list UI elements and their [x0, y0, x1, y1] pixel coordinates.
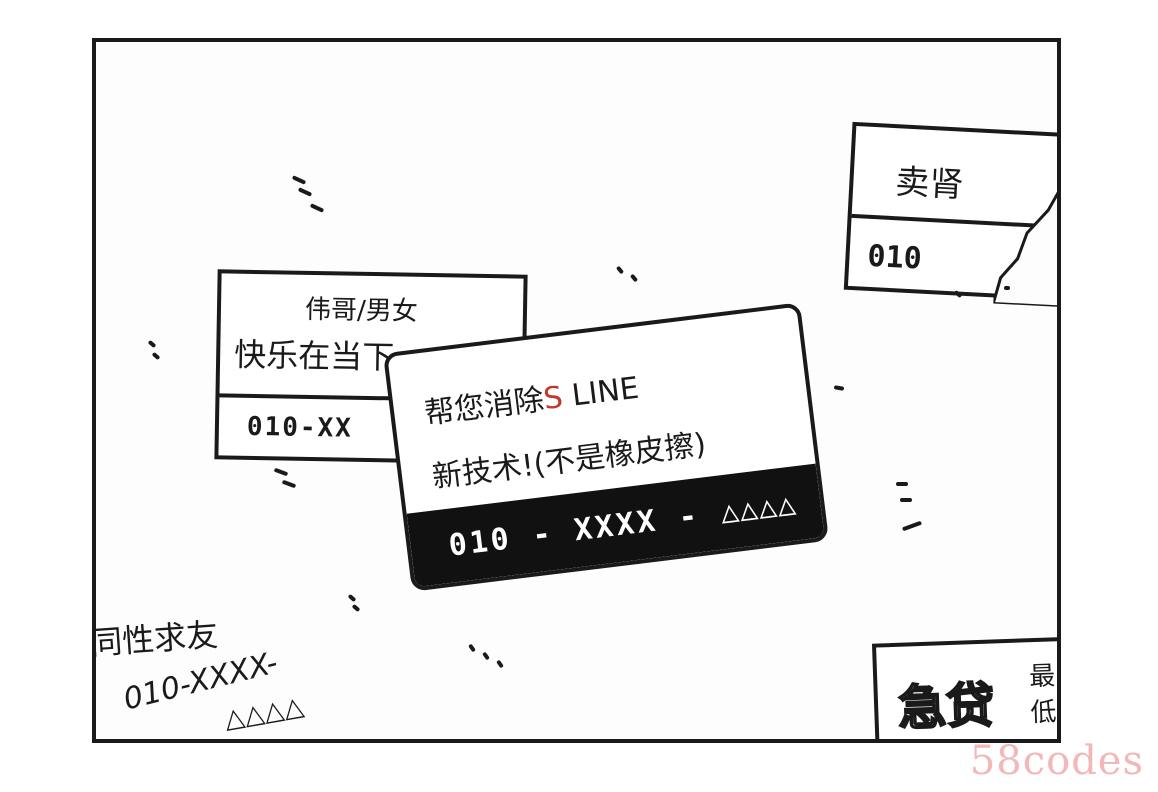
card-slogan: 快乐在当下	[233, 335, 395, 377]
card-phone-tail: △△△△	[718, 486, 799, 531]
comic-panel: 伟哥/男女 快乐在当下 010-XX 卖肾 010 帮您消除S LINE 新技术…	[92, 38, 1061, 743]
card-phone: 010 - XXXX -	[446, 495, 723, 564]
card-phone: 010	[866, 238, 923, 277]
card-big-text: 急贷	[896, 676, 996, 737]
motion-dash	[629, 273, 639, 283]
ad-card-loan: 急贷 最 低	[871, 636, 1058, 739]
motion-dash	[281, 479, 297, 489]
line1-suffix: LINE	[560, 370, 641, 415]
line1-prefix: 帮您消除	[422, 382, 546, 432]
ad-card-kidney: 卖肾 010	[843, 121, 1057, 309]
scribble-title: 同性求友	[92, 615, 220, 663]
motion-dash	[615, 265, 625, 275]
card-small-1: 最	[1028, 661, 1056, 693]
scribble-tail: △△△△	[222, 691, 306, 735]
motion-dash	[291, 175, 307, 185]
ad-card-sline: 帮您消除S LINE 新技术!(不是橡皮擦) 010 - XXXX - △△△△	[382, 302, 830, 592]
motion-dash	[1004, 286, 1010, 290]
card-phone: 010-XX	[246, 411, 354, 444]
card-title: 伟哥/男女	[304, 294, 418, 327]
card-line-1: 帮您消除S LINE	[422, 363, 641, 433]
motion-dash	[900, 498, 912, 502]
motion-dash	[151, 351, 161, 361]
motion-dash	[309, 203, 325, 213]
motion-dash	[833, 385, 845, 391]
card-small-2: 低	[1029, 697, 1058, 729]
torn-edge-shape	[993, 176, 1057, 309]
motion-dash	[273, 467, 289, 477]
motion-dash	[347, 593, 357, 603]
motion-dash	[896, 482, 908, 486]
motion-dash	[147, 339, 157, 349]
motion-dash	[297, 187, 313, 197]
motion-dash	[496, 659, 504, 669]
card-title: 卖肾	[894, 162, 965, 206]
motion-dash	[482, 651, 490, 661]
motion-dash	[468, 643, 476, 653]
motion-dash	[351, 603, 361, 613]
watermark-text: 58codes	[969, 738, 1144, 784]
motion-dash	[901, 520, 923, 532]
